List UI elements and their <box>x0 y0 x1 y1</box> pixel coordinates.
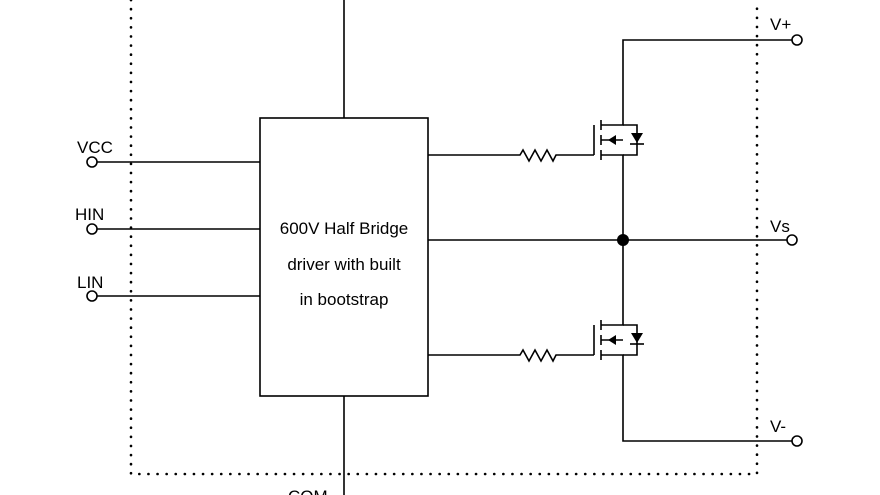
hin-terminal <box>86 223 98 235</box>
low-side-gate-resistor <box>428 348 594 363</box>
driver-label-line1: 600V Half Bridge <box>280 219 409 238</box>
high-side-mosfet-symbol <box>593 115 644 240</box>
com-label: COM <box>288 487 328 495</box>
vs-terminal <box>786 234 798 246</box>
vminus-wire <box>622 376 792 442</box>
high-side-gate-resistor <box>428 148 594 163</box>
vplus-wire <box>622 39 792 115</box>
vplus-terminal <box>791 34 803 46</box>
driver-ic-box <box>259 117 429 397</box>
vplus-label: V+ <box>770 15 791 34</box>
vminus-label: V- <box>770 417 786 436</box>
vminus-terminal <box>791 435 803 447</box>
driver-label-line2: driver with built <box>287 255 401 274</box>
hin-label: HIN <box>75 205 104 224</box>
lin-label: LIN <box>77 273 103 292</box>
lin-terminal <box>86 290 98 302</box>
module-boundary <box>129 0 759 476</box>
vcc-label: VCC <box>77 138 113 157</box>
vs-label: Vs <box>770 217 790 236</box>
driver-label-line3: in bootstrap <box>300 290 389 309</box>
low-side-mosfet-symbol <box>593 240 644 376</box>
vcc-terminal <box>86 156 98 168</box>
